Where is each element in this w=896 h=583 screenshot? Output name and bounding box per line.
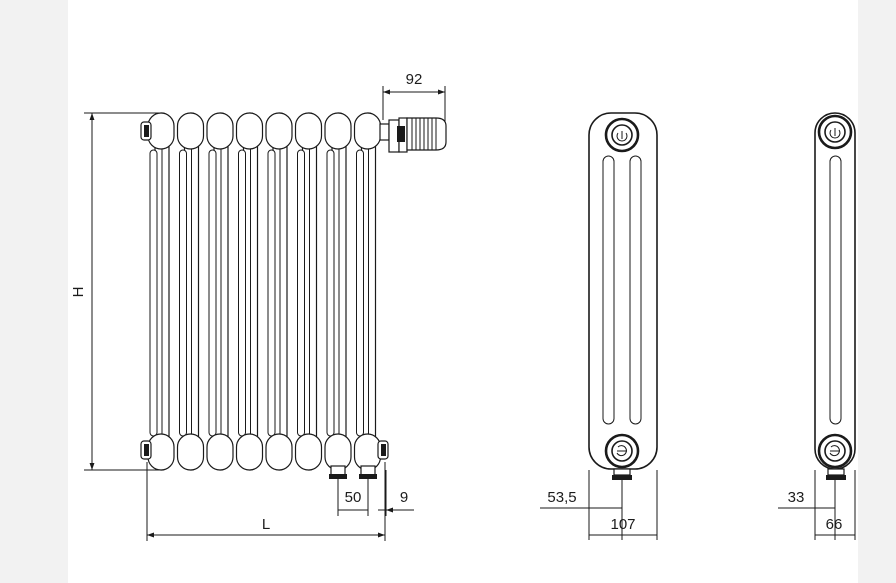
end-offset-dimension: 9	[378, 470, 414, 516]
side-deep-offset-label: 53,5	[547, 489, 576, 506]
side-shallow-depth-label: 66	[826, 516, 843, 533]
side-shallow-offset-label: 33	[788, 489, 805, 506]
height-dimension: H	[70, 112, 160, 471]
radiator-column	[294, 112, 323, 471]
height-label: H	[70, 287, 87, 298]
bottom-connection-right	[359, 465, 377, 479]
bottom-port-icon	[604, 433, 640, 469]
radiator-column	[206, 112, 234, 471]
pipe-spacing-label: 50	[345, 489, 362, 506]
drawing-sheet	[68, 0, 858, 583]
side-view-deep: 53,5 107	[540, 112, 658, 540]
bottom-connection-left	[329, 465, 347, 479]
length-dimension: L	[146, 462, 386, 541]
top-port-icon	[604, 117, 640, 153]
bottom-pipe-stub	[612, 468, 632, 480]
top-port-icon	[817, 114, 853, 150]
side-shallow-dimensions: 33 66	[778, 470, 856, 540]
radiator-column	[235, 112, 264, 471]
valve-projection-label: 92	[406, 71, 423, 88]
side-deep-depth-label: 107	[610, 516, 635, 533]
radiator-column	[176, 112, 205, 471]
right-end-plug-bottom	[377, 440, 389, 460]
valve-projection-dimension: 92	[382, 71, 446, 122]
bottom-port-icon	[817, 433, 853, 469]
radiator-column	[353, 112, 382, 471]
radiator-columns	[147, 112, 382, 471]
radiator-column	[324, 112, 352, 471]
end-offset-label: 9	[400, 489, 408, 506]
bottom-pipe-stub	[826, 468, 846, 480]
thermostatic-valve-icon	[379, 117, 447, 153]
length-label: L	[262, 516, 270, 533]
radiator-column	[147, 112, 175, 471]
pipe-spacing-dimension: 50	[337, 479, 369, 516]
left-end-plug-top	[140, 121, 152, 141]
left-end-plug-bottom	[140, 440, 152, 460]
front-view: H L 92 50	[70, 71, 447, 541]
side-view-shallow: 33 66	[778, 112, 856, 540]
side-deep-dimensions: 53,5 107	[540, 470, 658, 540]
radiator-column	[265, 112, 293, 471]
